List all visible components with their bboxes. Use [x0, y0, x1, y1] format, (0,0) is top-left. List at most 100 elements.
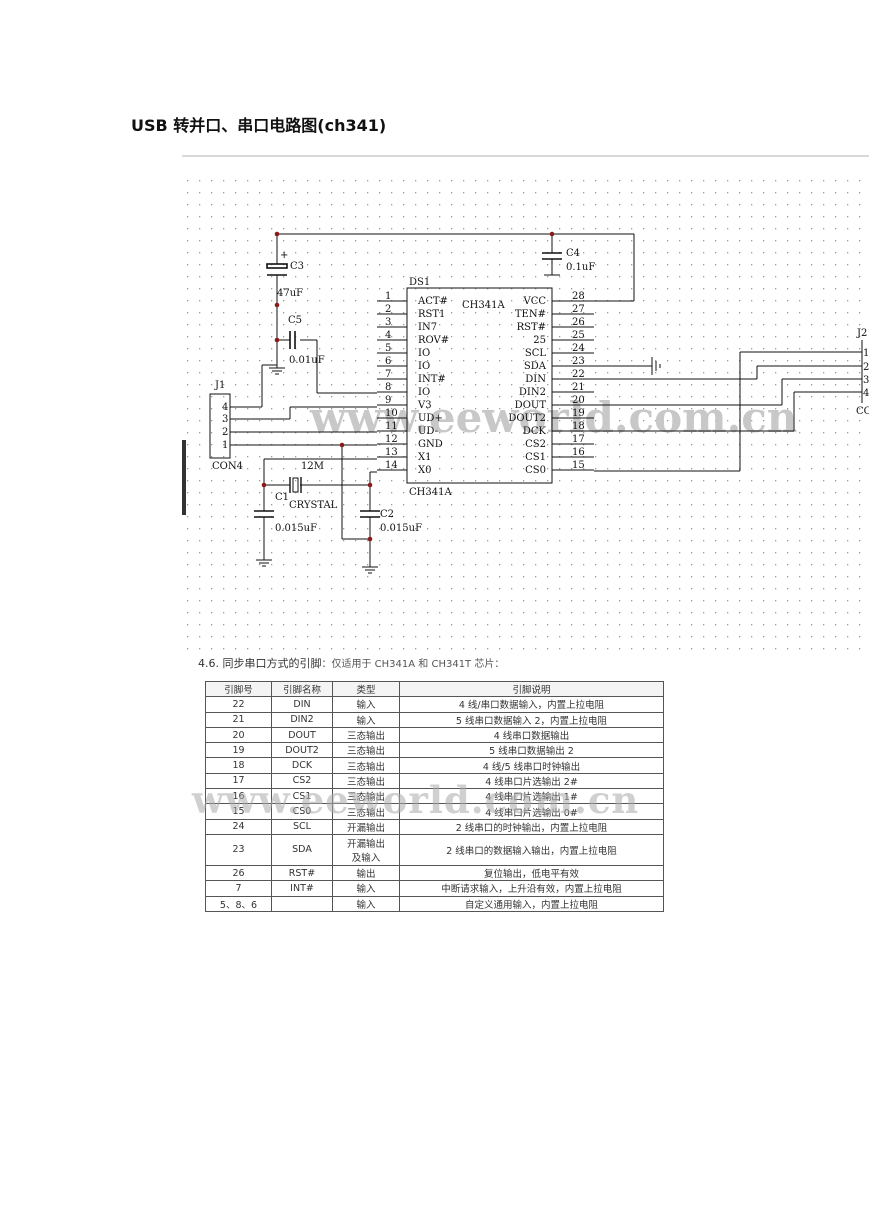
table-cell: 三态输出 — [332, 772, 400, 790]
chip-pin-name: ROV# — [418, 335, 449, 346]
j2-name: CO — [856, 406, 869, 417]
chip-pin-name: TEN# — [515, 309, 546, 320]
c2-ref: C2 — [380, 509, 394, 520]
c3-ref: C3 — [290, 261, 304, 272]
table-cell: 开漏输出 及输入 — [332, 833, 400, 866]
chip-right-pins: 28VCC27TEN#26RST#252524SCL23SDA22DIN21DI… — [508, 291, 594, 476]
table-cell: 26 — [205, 864, 272, 882]
chip-pin-name: RST# — [517, 322, 546, 333]
chip-pin-name: UD+ — [418, 413, 443, 424]
chip-pin-name: CS2 — [525, 439, 546, 450]
chip-pin-number: 13 — [385, 447, 398, 458]
table-cell: CS2 — [271, 772, 333, 790]
chip-pin-number: 11 — [385, 421, 398, 432]
table-cell: 三态输出 — [332, 742, 400, 759]
chip-pin-name: INT# — [418, 374, 446, 385]
j1-ref: J1 — [214, 380, 225, 391]
chip-pin-number: 3 — [385, 317, 391, 328]
table-cell: INT# — [271, 880, 333, 897]
chip-pin-number: 26 — [572, 317, 585, 328]
chip-pin-name: DOUT — [515, 400, 547, 411]
table-cell: 5、8、6 — [205, 895, 272, 912]
table-cell: 4 线/串口数据输入，内置上拉电阻 — [399, 696, 664, 713]
table-cell: 自定义通用输入，内置上拉电阻 — [399, 895, 664, 912]
c3-value: 47uF — [277, 288, 303, 299]
table-cell: 4 线串口片选输出 2# — [399, 772, 664, 790]
j1-pin-label: 3 — [222, 414, 228, 425]
c5-ref: C5 — [288, 315, 302, 326]
chip-pin-name: IO — [418, 361, 430, 372]
chip-pin-number: 27 — [572, 304, 585, 315]
table-cell: DIN — [271, 696, 333, 713]
j1-pin-label: 1 — [222, 440, 228, 451]
j2-ref: J2 — [856, 328, 867, 339]
table-cell: 15 — [205, 803, 272, 820]
chip-pin-name: DIN — [525, 374, 546, 385]
table-cell: 5 线串口数据输入 2，内置上拉电阻 — [399, 711, 664, 728]
chip-pin-name: UD- — [418, 426, 438, 437]
table-cell: 19 — [205, 742, 272, 759]
chip-pin-name: V3 — [417, 400, 432, 411]
wires — [242, 233, 862, 567]
c1-ref: C1 — [275, 492, 289, 503]
table-header-cell: 类型 — [332, 680, 400, 698]
chip-pin-name: RST1 — [418, 309, 445, 320]
table-cell: 复位输出，低电平有效 — [399, 864, 664, 882]
table-cell: 21 — [205, 711, 272, 728]
ground-symbols — [256, 367, 378, 574]
table-cell: 24 — [205, 818, 272, 835]
chip-pin-name: X0 — [418, 465, 431, 476]
table-cell: 4 线串口片选输出 0# — [399, 803, 664, 820]
table-cell: DOUT — [271, 726, 333, 744]
section-heading: 4.6. 同步串口方式的引脚：仅适用于 CH341A 和 CH341T 芯片： — [198, 655, 504, 671]
table-cell — [271, 895, 333, 912]
chip-pin-number: 6 — [385, 356, 391, 367]
chip-pin-name: SDA — [524, 361, 547, 372]
c1-value: 0.015uF — [275, 523, 317, 534]
chip-name: CH341A — [462, 300, 505, 311]
table-cell: 4 线/5 线串口时钟输出 — [399, 757, 664, 774]
page-title: USB 转并口、串口电路图(ch341) — [131, 116, 387, 135]
chip-pin-number: 21 — [572, 382, 585, 393]
chip-pin-name: DCK — [523, 426, 547, 437]
chip-pin-number: 4 — [385, 330, 391, 341]
chip-pin-number: 25 — [572, 330, 585, 341]
table-cell: CS0 — [271, 803, 333, 820]
table-cell: 22 — [205, 696, 272, 713]
chip-pin-name: 25 — [533, 335, 546, 346]
chip-pin-name: DIN2 — [519, 387, 546, 398]
crystal-name: CRYSTAL — [289, 500, 338, 511]
chip-pin-number: 24 — [572, 343, 585, 354]
connector-j1: J1 4 3 2 1 CON4 — [209, 380, 243, 472]
chip-pin-number: 8 — [385, 382, 391, 393]
table-cell: 输入 — [332, 895, 400, 912]
table-cell: 4 线串口数据输出 — [399, 726, 664, 744]
table-cell: 三态输出 — [332, 788, 400, 805]
table-cell: SCL — [271, 818, 333, 835]
c3-plus-sign: + — [280, 250, 288, 261]
table-cell: 16 — [205, 788, 272, 805]
table-cell: 4 线串口片选输出 1# — [399, 788, 664, 805]
table-header-row: 引脚号引脚名称类型引脚说明 — [205, 680, 664, 698]
chip-pin-number: 18 — [572, 421, 585, 432]
j2-pin-label: 2 — [863, 362, 869, 373]
table-cell: 中断请求输入，上升沿有效，内置上拉电阻 — [399, 880, 664, 897]
table-cell: 7 — [205, 880, 272, 897]
chip-pin-number: 14 — [385, 460, 398, 471]
table-row: 5、8、6 输入自定义通用输入，内置上拉电阻 — [205, 895, 664, 912]
table-cell: 三态输出 — [332, 803, 400, 820]
table-cell: 5 线串口数据输出 2 — [399, 742, 664, 759]
j1-pin-label: 2 — [222, 427, 228, 438]
table-cell: CS1 — [271, 788, 333, 805]
chip-pin-number: 5 — [385, 343, 391, 354]
table-cell: 开漏输出 — [332, 818, 400, 835]
